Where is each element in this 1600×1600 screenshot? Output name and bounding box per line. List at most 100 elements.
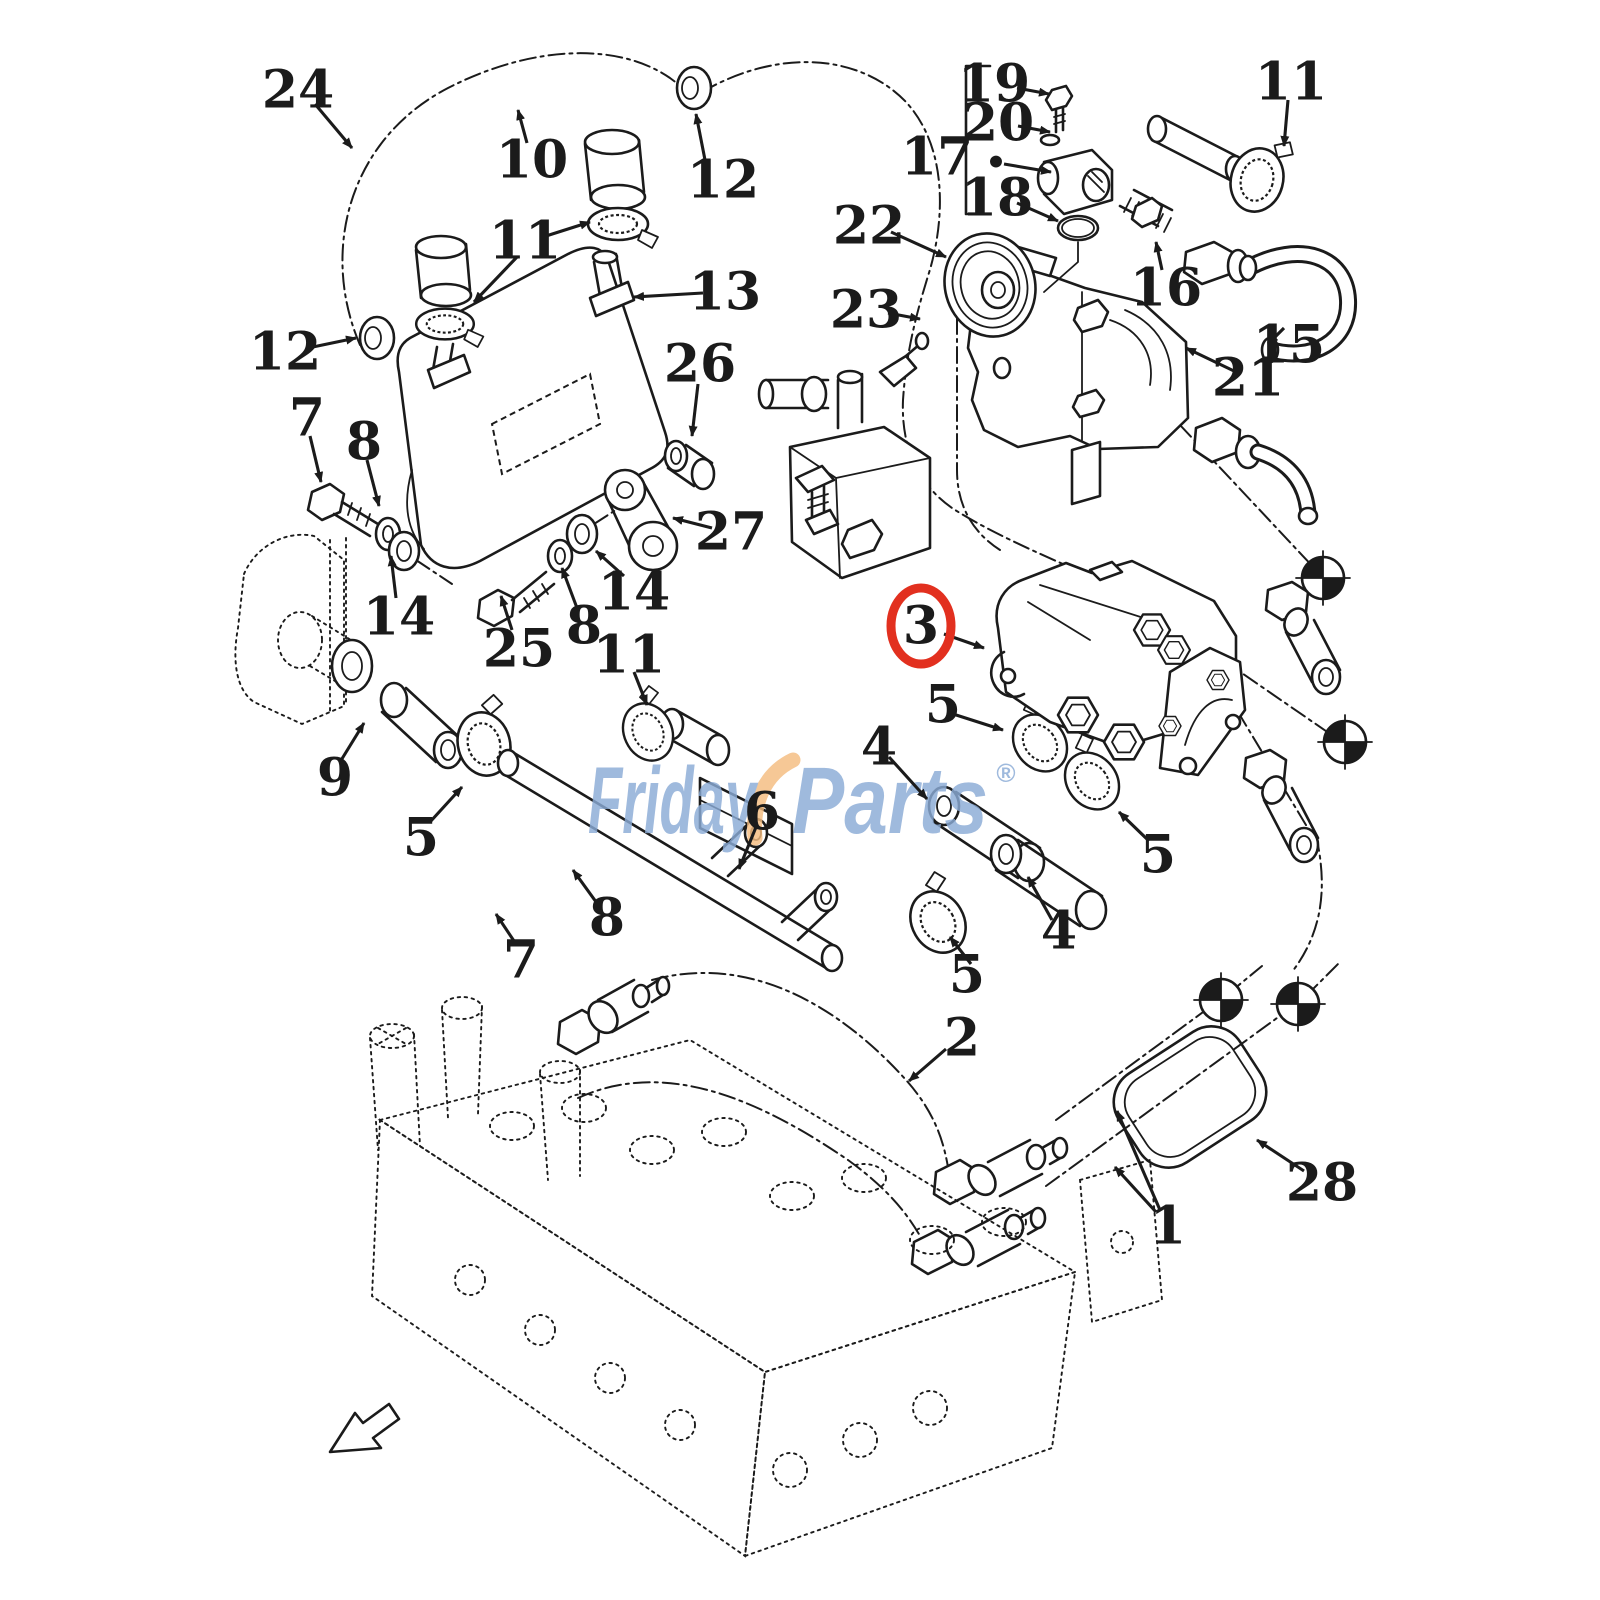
part-label-8: 8 [566,596,602,657]
leader-arrow-14 [387,555,398,599]
part-label-23: 23 [830,280,902,341]
leader-arrow-5 [428,785,464,824]
leader-arrow-13 [633,291,704,301]
leader-arrow-19 [1016,86,1050,97]
leader-arrow-11 [632,671,649,706]
leader-arrow-25 [499,595,514,631]
part-label-11: 11 [593,625,665,686]
watermark-friday: Friday [588,748,758,854]
part-label-5: 5 [403,808,439,869]
part-label-1: 1 [1150,1196,1186,1257]
hose-9-assembly [379,681,521,783]
part-label-20: 20 [962,93,1034,154]
leader-arrow-8 [571,869,601,907]
leader-arrow-23 [887,311,921,322]
hose-15 [1182,240,1358,364]
lock-washer-8 [546,538,574,574]
part-label-7: 7 [503,930,539,991]
highlight-circle [886,583,956,669]
leader-arrow-1 [1115,1110,1162,1211]
valve-block-23 [757,331,932,580]
leader-arrow-11 [472,255,519,304]
part-label-16: 16 [1130,258,1202,319]
leader-arrow-20 [1017,124,1051,135]
part-label-•: • [985,143,1007,183]
leader-arrow-11 [545,220,591,238]
part-label-5: 5 [949,945,985,1006]
part-label-5: 5 [925,675,961,736]
cooler-strap [490,372,602,476]
leader-arrow-14 [594,549,626,578]
leader-arrow-15 [1266,326,1286,346]
part-label-15: 15 [1253,315,1325,376]
leader-lines [307,64,1305,1214]
leader-arrow-7 [308,435,324,483]
pump-foot [1070,440,1102,506]
part-label-5: 5 [1140,825,1176,886]
elbow-fitting [1192,416,1319,526]
part-label-8: 8 [346,412,382,473]
inline-fitting [1264,580,1342,696]
part-label-25: 25 [483,619,555,680]
leader-arrow-1 [1113,1165,1158,1214]
part-label-2: 2 [944,1008,980,1069]
bolt-7-head [306,482,346,522]
spacer-26 [663,439,716,491]
phantom-hose-routing [341,52,1339,1261]
clamp-11 [586,206,660,250]
callout-bracket-17 [964,64,992,216]
view-direction-arrow [328,1402,401,1454]
part-label-19: 19 [958,54,1030,115]
leader-arrow-7 [494,913,518,945]
gasket-28 [1112,1025,1268,1169]
branch-stub [780,881,839,942]
nipple-16 [1118,188,1174,233]
part-label-14: 14 [598,562,670,623]
leader-arrow-5 [948,936,973,965]
leader-arrow-5 [1117,810,1151,843]
washer-20 [1039,133,1061,147]
bolt-washer-set-upper [306,482,421,572]
leader-arrow-2 [907,1047,948,1083]
pulley-22 [943,232,1058,338]
highlighted-part-circle [886,583,956,669]
part-label-21: 21 [1212,348,1284,409]
leader-arrow-• [1003,162,1052,175]
part-label-9: 9 [317,748,353,809]
part-label-12: 12 [249,322,321,383]
relief-valve-phantom [441,996,483,1119]
grommet-12-top [675,65,713,111]
part-label-4: 4 [861,717,897,778]
steering-unit-3 [990,559,1247,777]
link-and-spacer [603,439,716,572]
part-label-12: 12 [687,150,759,211]
part-label-11: 11 [1255,52,1327,113]
bolt-washer-set-lower [476,513,599,628]
leader-arrow-8 [365,459,381,507]
pump-bolt [1072,298,1110,334]
part-label-27: 27 [695,502,767,563]
leader-arrow-4 [887,755,929,801]
port-ring [330,638,374,694]
hose-2-end-fitting [556,975,671,1056]
leader-arrow-26 [688,383,700,437]
part-label-13: 13 [689,262,761,323]
pump-bolt [1071,388,1106,419]
part-label-14: 14 [363,587,435,648]
part-label-11: 11 [489,211,561,272]
leader-arrow-24 [313,103,354,149]
leader-arrow-4 [1026,876,1054,921]
screw-19 [1044,84,1074,134]
relief-valve-phantom [369,1023,421,1151]
leader-arrow-12 [307,335,357,350]
port-plug [1102,723,1146,761]
right-fittings [1192,416,1342,864]
leader-arrow-12 [693,113,708,166]
pump-assembly [943,232,1190,506]
mid-hose-and-clamp [607,682,731,770]
mounting-ear [990,650,1026,698]
part-label-6: 6 [744,782,780,843]
